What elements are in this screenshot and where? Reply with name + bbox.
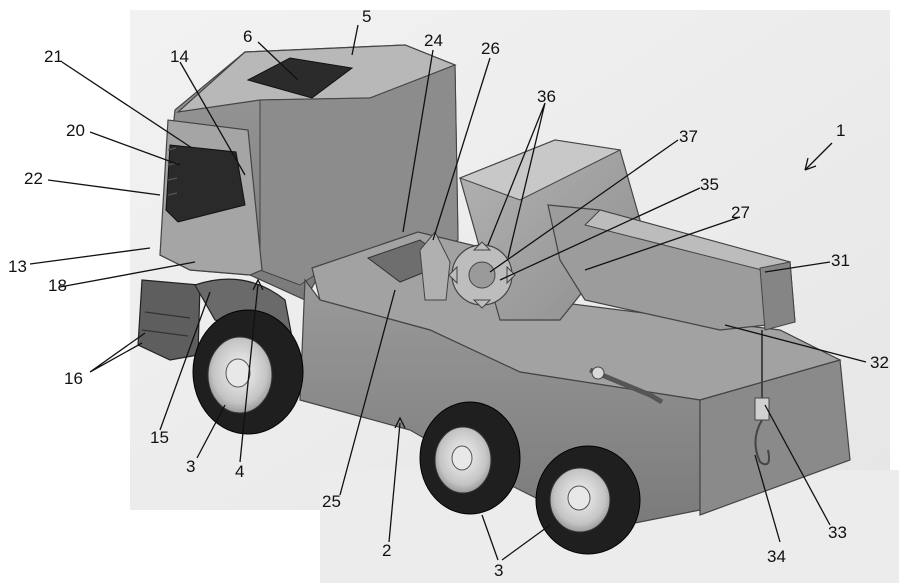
label-18: 18 (48, 276, 67, 295)
label-37: 37 (679, 127, 698, 146)
rear-wheel-1 (419, 401, 521, 515)
reference-labels: 1 2 3 3 4 5 6 13 14 15 16 18 20 21 22 24… (8, 7, 889, 580)
label-24: 24 (424, 31, 443, 50)
label-27: 27 (731, 203, 750, 222)
windshield (165, 144, 246, 223)
label-20: 20 (66, 121, 85, 140)
front-bumper (137, 279, 201, 361)
label-4: 4 (235, 462, 244, 481)
rear-wheel-2 (535, 445, 641, 555)
winch-gear (448, 241, 516, 309)
label-31: 31 (831, 251, 850, 270)
label-6: 6 (243, 27, 252, 46)
cab (137, 44, 459, 386)
label-32: 32 (870, 353, 889, 372)
label-14: 14 (170, 47, 189, 66)
label-25: 25 (322, 492, 341, 511)
label-2: 2 (382, 541, 391, 560)
label-35: 35 (700, 175, 719, 194)
label-21: 21 (44, 47, 63, 66)
label-26: 26 (481, 39, 500, 58)
label-5: 5 (362, 7, 371, 26)
front-wheel (192, 309, 304, 435)
label-22: 22 (24, 169, 43, 188)
label-3-front: 3 (186, 457, 195, 476)
label-36: 36 (537, 87, 556, 106)
leader-lines (29, 24, 867, 561)
label-33: 33 (828, 523, 847, 542)
tow-bar (589, 367, 664, 405)
roof-hatch (246, 57, 354, 99)
label-15: 15 (150, 428, 169, 447)
label-3-rear: 3 (494, 561, 503, 580)
label-34: 34 (767, 547, 786, 566)
label-1: 1 (836, 121, 845, 140)
tow-hook (754, 419, 770, 466)
bed-rear-face (699, 359, 851, 516)
label-13: 13 (8, 257, 27, 276)
label-16: 16 (64, 369, 83, 388)
